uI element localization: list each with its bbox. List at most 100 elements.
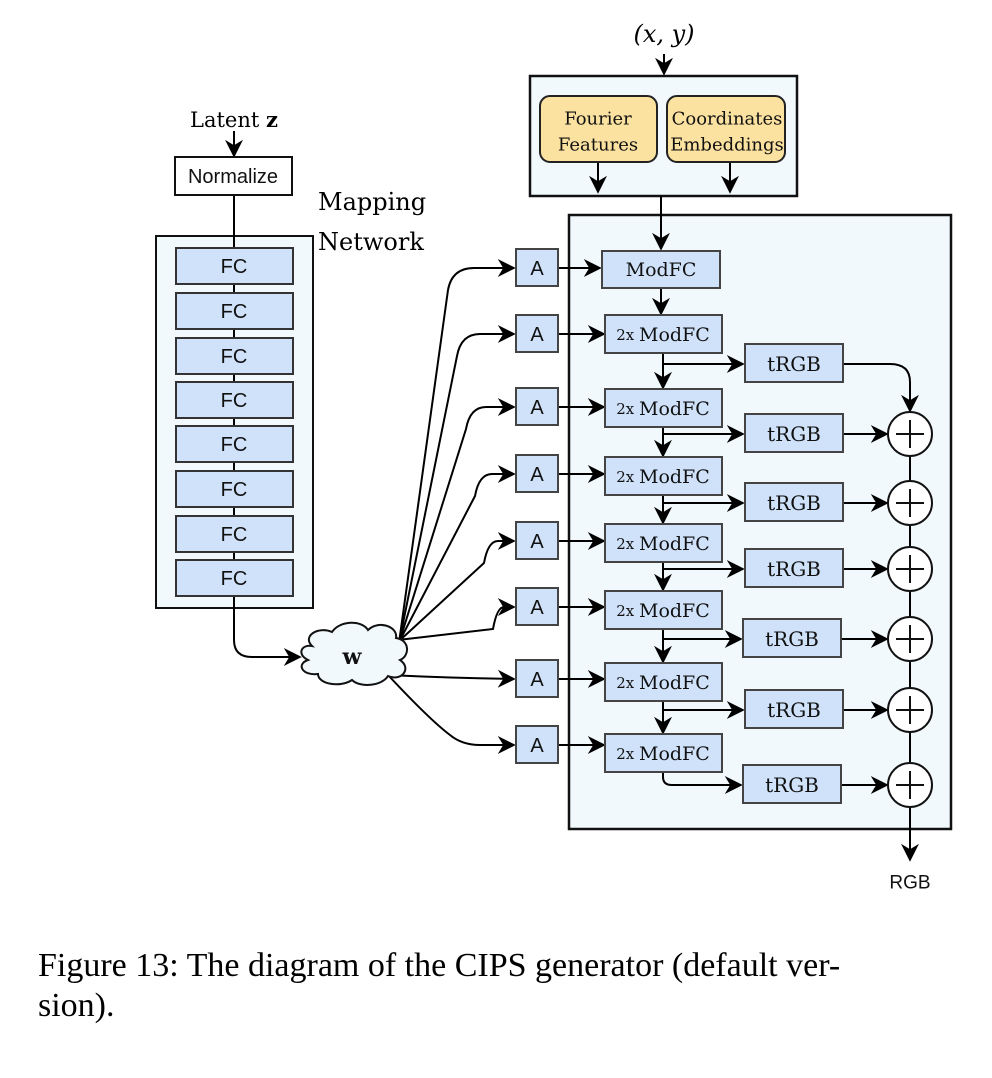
plus-icon: [896, 625, 924, 653]
modfc-multiplier: 2x: [616, 326, 639, 344]
trgb-block: [744, 548, 844, 588]
fc-label: FC: [221, 301, 248, 323]
w-latent-cloud: [300, 621, 408, 686]
fourier-features-block: [539, 95, 658, 163]
plus-icon: [896, 771, 924, 799]
affine-block: [515, 248, 559, 287]
mapping-to-w-arrow: [233, 596, 302, 666]
fc-block: [175, 292, 294, 330]
affine-block: [515, 659, 559, 698]
modfc-block: [604, 523, 723, 563]
affine-label: A: [530, 597, 544, 619]
normalize-block: [174, 156, 293, 196]
modfc-name: ModFC: [639, 324, 710, 346]
w-to-affine-arrow: [397, 398, 516, 647]
affine-block: [515, 521, 559, 560]
fc-block: [175, 425, 294, 463]
plus-icon: [896, 555, 924, 583]
modfc-block: [604, 590, 723, 630]
mapping-network-label-line2: Network: [318, 228, 424, 256]
modfc-block-first: [601, 250, 721, 289]
plus-icon: [896, 489, 924, 517]
coord-emb-label-line2: Embeddings: [670, 135, 784, 156]
trgb-label: tRGB: [767, 557, 821, 581]
affine-label: A: [530, 735, 544, 757]
mapping-network-label-line1: Mapping: [318, 188, 426, 216]
affine-block: [515, 314, 559, 353]
modfc-name: ModFC: [639, 398, 710, 420]
fc-block: [175, 470, 294, 508]
coordinates-embeddings-block: [666, 95, 786, 163]
trgb-label: tRGB: [767, 491, 821, 515]
modfc-multiplier: 2x: [616, 674, 639, 692]
fc-label: FC: [221, 434, 248, 456]
affine-label: A: [530, 669, 544, 691]
modfc-name: ModFC: [639, 743, 710, 765]
modfc-label: 2x ModFC: [616, 672, 710, 694]
modfc-name: ModFC: [639, 533, 710, 555]
normalize-label: Normalize: [188, 166, 278, 188]
modfc-block: [604, 388, 723, 428]
modfc-block: [604, 662, 723, 702]
w-to-affine-arrow: [397, 325, 516, 649]
w-to-affine-arrow: [387, 674, 516, 754]
latent-label: Latent z: [190, 107, 278, 132]
trgb-label: tRGB: [767, 352, 821, 376]
cips-generator-diagram: (x, y) Latent z Mapping Network Normaliz…: [155, 20, 953, 894]
modfc-label: 2x ModFC: [616, 600, 710, 622]
plus-icon: [896, 696, 924, 724]
affine-label: A: [530, 397, 544, 419]
trgb-to-sum-arrow: [843, 363, 919, 413]
output-label: RGB: [889, 873, 930, 894]
trgb-block: [744, 413, 844, 453]
caption-line-2: sion).: [38, 987, 115, 1024]
fourier-label-line2: Features: [558, 135, 638, 156]
modfc-label: 2x ModFC: [616, 533, 710, 555]
affine-label: A: [530, 531, 544, 553]
figure-caption: Figure 13: The diagram of the CIPS gener…: [38, 946, 992, 1026]
fc-block: [175, 381, 294, 419]
w-to-affine-arrow: [397, 465, 516, 645]
affine-block: [515, 387, 559, 426]
coord-emb-label-line1: Coordinates: [672, 109, 783, 130]
fc-block: [175, 515, 294, 553]
affine-block: [515, 587, 559, 626]
modfc-label: 2x ModFC: [616, 743, 710, 765]
affine-block: [515, 725, 559, 764]
fc-block: [175, 559, 294, 597]
w-to-affine-arrow: [387, 669, 516, 688]
modfc-name: ModFC: [639, 466, 710, 488]
caption-line-1: Figure 13: The diagram of the CIPS gener…: [38, 947, 841, 984]
trgb-block: [744, 482, 844, 522]
modfc-block: [604, 456, 723, 496]
fc-label: FC: [221, 524, 248, 546]
modfc-label: 2x ModFC: [616, 398, 710, 420]
fc-label: FC: [221, 390, 248, 412]
fc-label: FC: [221, 346, 248, 368]
fc-block: [175, 247, 294, 285]
affine-label: A: [530, 464, 544, 486]
modfc-multiplier: 2x: [616, 535, 639, 553]
modfc-label: 2x ModFC: [616, 466, 710, 488]
input-coords-label: (x, y): [633, 20, 694, 48]
trgb-label: tRGB: [767, 698, 821, 722]
modfc-multiplier: 2x: [616, 745, 639, 763]
modfc-multiplier: 2x: [616, 400, 639, 418]
modfc-block: [604, 733, 723, 773]
modfc-first-label: ModFC: [626, 259, 697, 281]
fc-label: FC: [221, 256, 248, 278]
trgb-block: [742, 764, 842, 804]
modfc-block: [604, 314, 723, 354]
w-to-affine-arrow: [397, 259, 516, 651]
modfc-name: ModFC: [639, 672, 710, 694]
fc-label: FC: [221, 568, 248, 590]
trgb-label: tRGB: [765, 773, 819, 797]
plus-icon: [896, 420, 924, 448]
trgb-block: [742, 618, 842, 658]
modfc-multiplier: 2x: [616, 602, 639, 620]
modfc-multiplier: 2x: [616, 468, 639, 486]
trgb-block: [744, 689, 844, 729]
modfc-name: ModFC: [639, 600, 710, 622]
trgb-block: [744, 343, 844, 383]
affine-label: A: [530, 324, 544, 346]
